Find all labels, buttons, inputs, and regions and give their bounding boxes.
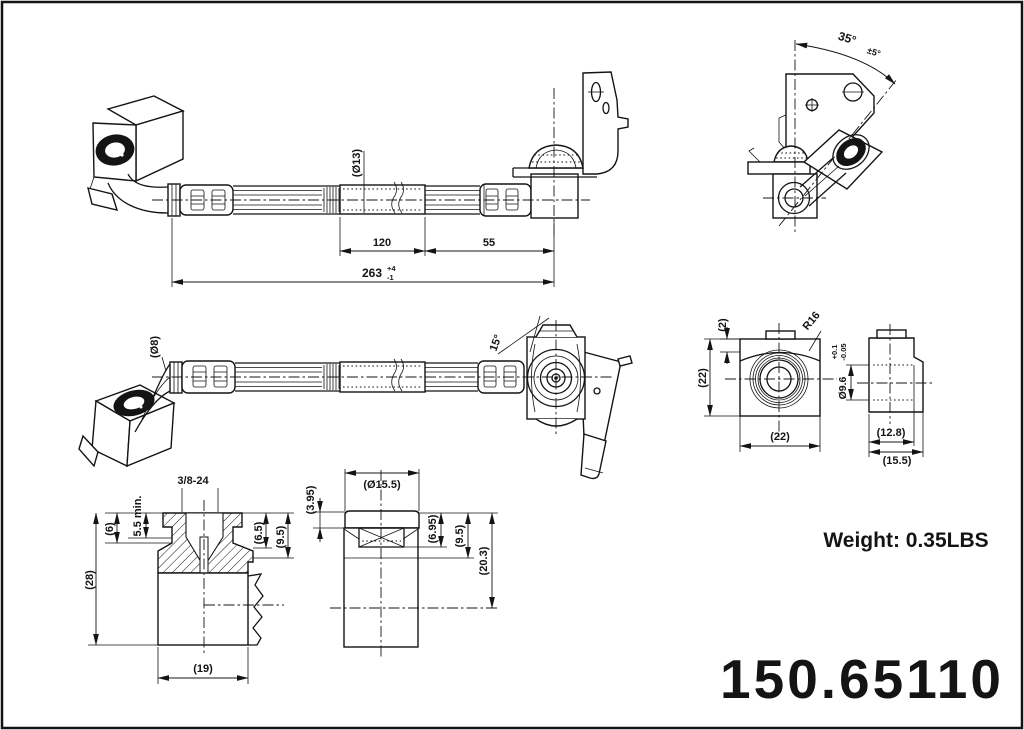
dim-sleeve-length-label: 120 [373,237,391,249]
view-top-assembly: (Ø13) 120 55 263 +4 -1 [87,71,629,287]
dim-total-tol-minus: -1 [387,273,394,282]
spring-clip-top [528,144,584,169]
dim-seat-depth-label: (6.5) [253,521,265,544]
block-side-outline [868,337,924,413]
dimension-angle: 35° ±5° [795,29,896,85]
dim-total-tol-plus: +4 [387,264,396,273]
dim-overall-width-label: (15.5) [883,455,912,467]
view-bracket-side: 35° ±5° [747,29,898,232]
banjo-block-top [87,95,185,211]
dimensions-sleeve-end: (Ø15.5) (3.95) (6.95) (9.5) (20.3) [305,469,498,609]
section-break-line [247,573,264,646]
spring-clip-side [773,145,809,163]
dimensions-middle: (Ø8) 15° [149,315,550,372]
hose-elbow-inner [127,173,169,188]
view-middle-assembly: (Ø8) 15° [78,315,633,480]
dim-overall-depth-label: (20.3) [478,546,490,575]
part-number: 150.65110 [720,648,1004,710]
dim-thread-label: 3/8-24 [177,475,209,487]
dim-bore-dia-label: Ø9.6 [837,376,849,399]
hose-elbow2-outer [134,390,171,433]
dim-bore-tol-plus: +0.1 [830,345,839,360]
hose-elbow-outer [107,182,169,214]
dim-angle-tol-label: ±5° [866,45,882,59]
centerline-angled-side [778,78,898,227]
section-lower-body [157,572,249,646]
dim-cap-height-label: (3.95) [305,485,317,514]
dim-upper-width-label: (12.8) [877,427,906,439]
dim-inner-depth-label: (6.95) [427,514,439,543]
dim-sleeve-od-label: (Ø15.5) [363,479,401,491]
dim-shoulder-depth-label: (9.5) [454,524,466,547]
dim-arc-offset-label: (2) [717,318,729,332]
view-sleeve-end: (Ø15.5) (3.95) (6.95) (9.5) (20.3) [305,469,498,658]
dim-hex-height-label: (6) [104,522,116,536]
dim-clip-angle-label: 15° [488,333,505,353]
dim-overall-height-label: (28) [84,570,96,590]
weight-label: Weight: 0.35LBS [823,529,988,552]
dim-bore-tol-minus: -0.05 [839,343,848,360]
dim-hose-od-label: (Ø13) [351,149,363,177]
sleeve-inner-box [358,527,405,548]
dimensions-block-side: Ø9.6 +0.1 -0.05 (12.8) (15.5) [830,343,924,467]
dim-total-length-label: 263 [362,266,382,280]
bracket-foot-side [747,161,811,175]
dim-angle-label: 35° [836,29,858,48]
end-fitting-top [530,173,579,219]
mounting-bracket-top [512,71,629,178]
dim-body-width-label: (19) [193,663,213,675]
dim-block-width-label: (22) [770,431,790,443]
dim-block-height-label: (22) [697,368,709,388]
dim-bore-depth-label: (9.5) [275,525,287,548]
dim-end-length-label: 55 [483,237,495,249]
view-block-side: Ø9.6 +0.1 -0.05 (12.8) (15.5) [830,324,934,467]
block-front-arc [739,351,821,362]
sleeve-cap [344,510,420,529]
dimensions-top: (Ø13) 120 55 263 +4 -1 [171,149,555,287]
dimensions-section: 3/8-24 5.5 min. (6) (28) (6.5) (9.5) (19… [84,475,294,684]
dim-thread-depth-label: 5.5 min. [132,496,144,537]
dim-hose-od2-label: (Ø8) [149,336,161,358]
view-fitting-section: 3/8-24 5.5 min. (6) (28) (6.5) (9.5) (19… [84,475,294,684]
